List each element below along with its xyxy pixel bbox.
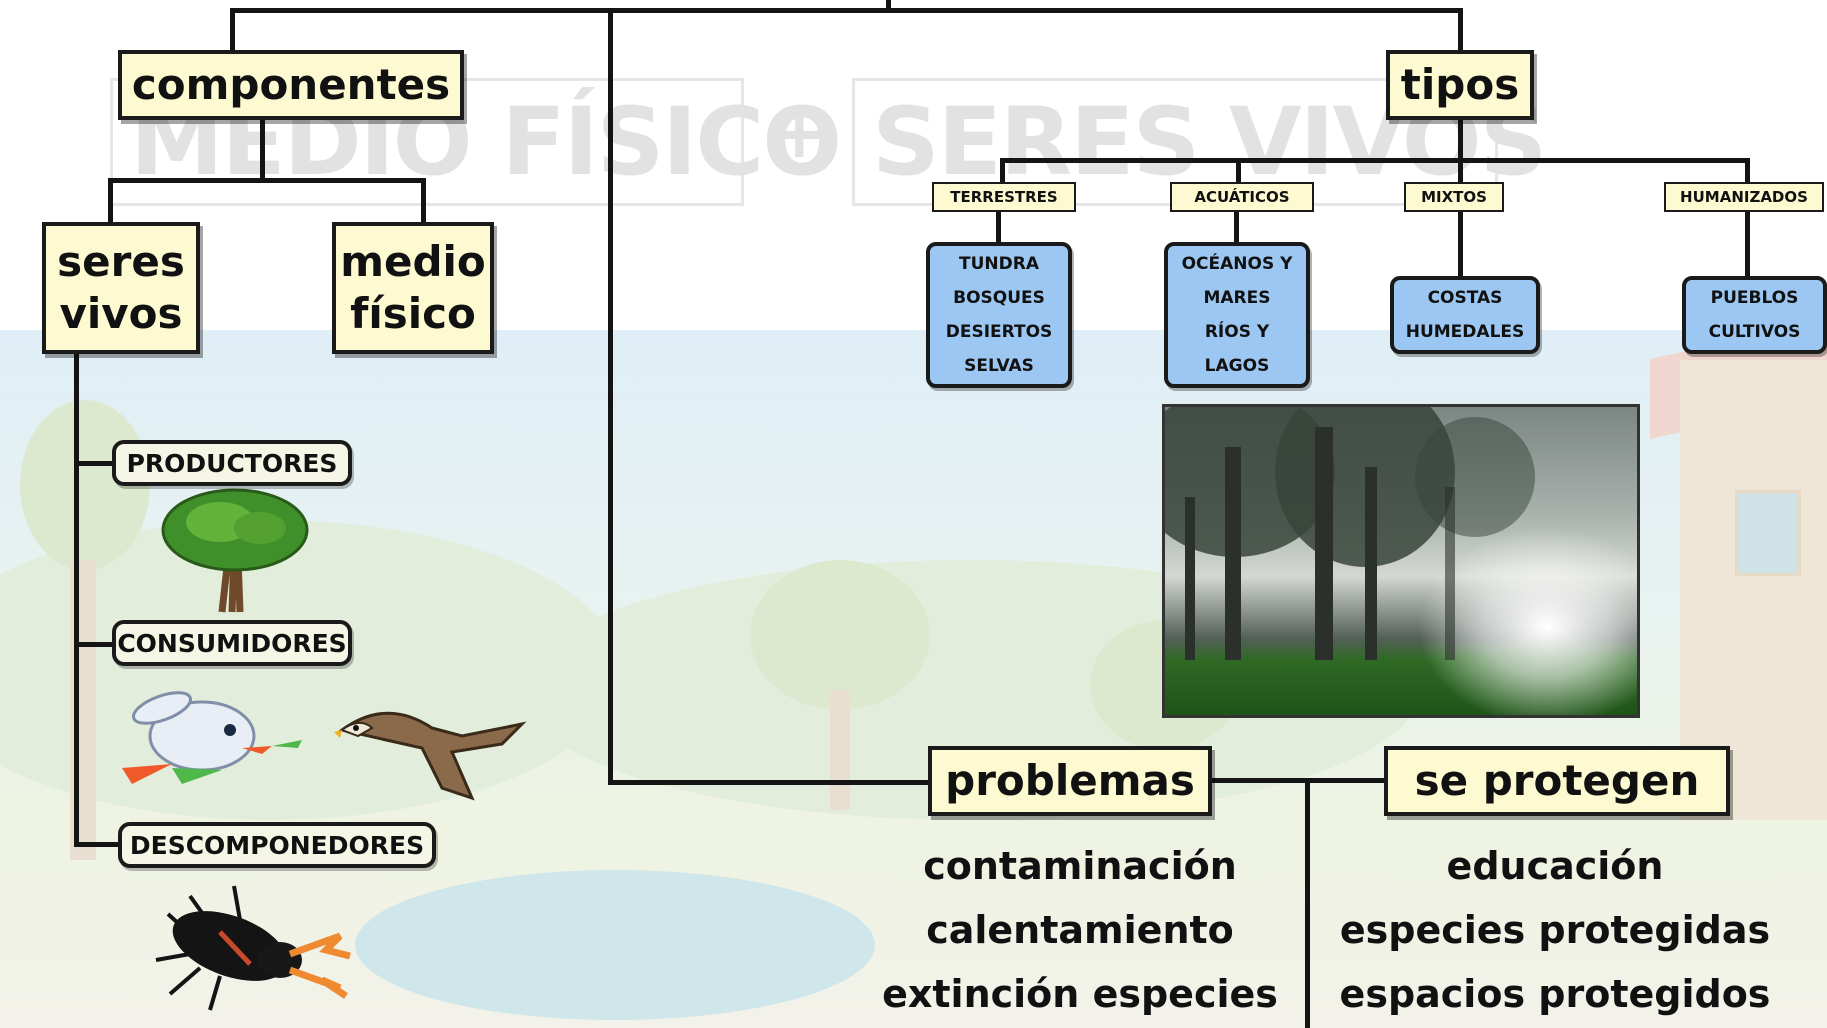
problems-list: contaminación calentamiento extinción es… (860, 834, 1300, 1026)
connector-line (1458, 208, 1463, 278)
examples-acuaticos: OCÉANOS Y MARES RÍOS Y LAGOS (1164, 242, 1310, 388)
example-text: CULTIVOS (1708, 322, 1801, 342)
connector-line (260, 118, 265, 180)
node-seres-vivos: seres vivos (42, 222, 200, 354)
example-text: RÍOS Y (1204, 322, 1270, 342)
example-text: PUEBLOS (1710, 288, 1799, 308)
connector-line (1234, 208, 1239, 246)
rabbit-illustration (122, 691, 302, 784)
background-tree (750, 560, 930, 710)
tree-illustration (161, 488, 309, 613)
tree-trunk (1315, 427, 1333, 660)
connector-line (1000, 158, 1005, 184)
node-componentes: componentes (118, 50, 464, 120)
node-tipos: tipos (1386, 50, 1534, 120)
problem-item: contaminación (923, 844, 1237, 888)
type-tag-mixtos: MIXTOS (1404, 182, 1504, 212)
connector-line (1207, 778, 1389, 783)
example-text: BOSQUES (953, 288, 1045, 308)
connector-line (996, 208, 1001, 246)
example-text: SELVAS (964, 356, 1034, 376)
example-text: DESIERTOS (945, 322, 1053, 342)
tree-trunk (1225, 447, 1241, 660)
examples-humanizados: PUEBLOS CULTIVOS (1682, 276, 1827, 354)
beetle-illustration (155, 885, 351, 1011)
tree-trunk (1365, 467, 1377, 660)
protection-item: especies protegidas (1339, 908, 1771, 952)
eagle-illustration (334, 711, 527, 801)
node-medio-fisico: medio físico (332, 222, 494, 354)
example-text: LAGOS (1204, 356, 1270, 376)
connector-line (1305, 778, 1310, 1028)
background-tree-trunk (830, 690, 850, 810)
type-tag-acuaticos: ACUÁTICOS (1170, 182, 1314, 212)
connector-line (74, 461, 116, 466)
protection-item: espacios protegidos (1339, 972, 1771, 1016)
node-se-protegen: se protegen (1384, 746, 1730, 816)
connector-line (230, 8, 235, 52)
role-consumidores: CONSUMIDORES (112, 620, 352, 666)
tree-canopy (1415, 417, 1535, 537)
forest-photo (1162, 404, 1640, 718)
background-pond (355, 870, 875, 1020)
type-tag-terrestres: TERRESTRES (932, 182, 1076, 212)
role-descomponedores: DESCOMPONEDORES (118, 822, 436, 868)
tree-trunk (1185, 497, 1195, 660)
background-house (1680, 360, 1827, 820)
connector-line (1745, 208, 1750, 278)
connector-line (1458, 8, 1463, 52)
connector-line (421, 178, 426, 224)
problem-item: calentamiento (926, 908, 1234, 952)
example-text: COSTAS (1427, 288, 1503, 308)
connector-line (1236, 158, 1241, 184)
connector-line (74, 352, 79, 842)
connector-line (886, 0, 891, 10)
connector-line (108, 178, 113, 224)
connector-line (74, 842, 122, 847)
background-hill (0, 520, 620, 820)
example-text: TUNDRA (959, 254, 1039, 274)
connector-line (1458, 158, 1463, 184)
role-productores: PRODUCTORES (112, 440, 352, 486)
example-text: OCÉANOS Y (1181, 254, 1293, 274)
watermark-plus: + (770, 92, 829, 174)
examples-terrestres: TUNDRA BOSQUES DESIERTOS SELVAS (926, 242, 1072, 388)
tree-trunk (1445, 487, 1455, 660)
connector-line (1745, 158, 1750, 184)
examples-mixtos: COSTAS HUMEDALES (1390, 276, 1540, 354)
connector-line (1458, 118, 1463, 160)
connector-line (608, 8, 613, 785)
connector-line (74, 642, 116, 647)
type-tag-humanizados: HUMANIZADOS (1664, 182, 1824, 212)
example-text: HUMEDALES (1405, 322, 1525, 342)
connector-line (608, 780, 933, 785)
protections-list: educación especies protegidas espacios p… (1320, 834, 1790, 1026)
node-problemas: problemas (928, 746, 1212, 816)
connector-line (108, 178, 426, 183)
background-window (1735, 490, 1801, 576)
example-text: MARES (1203, 288, 1271, 308)
connector-line (230, 8, 1463, 13)
connector-line (1000, 158, 1750, 163)
protection-item: educación (1446, 844, 1664, 888)
problem-item: extinción especies (882, 972, 1278, 1016)
